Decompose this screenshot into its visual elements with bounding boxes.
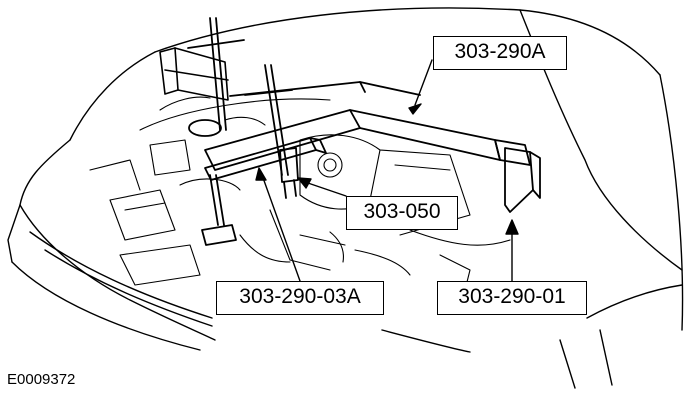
engine-lifting-bracket xyxy=(188,119,299,199)
arrowhead-adapter xyxy=(255,167,267,181)
leader-adapter xyxy=(261,174,301,282)
figure-id-label: E0009372 xyxy=(7,371,76,388)
leader-lines xyxy=(255,59,519,282)
support-leg-adapter xyxy=(201,137,327,246)
leader-support-beam xyxy=(414,59,433,106)
lifting-rods xyxy=(187,17,293,226)
engine-bay-details xyxy=(89,96,511,291)
left-fender-bracket xyxy=(159,47,229,101)
leader-lifting-bracket xyxy=(304,181,347,197)
callout-support-leg-foot: 303-290-01 xyxy=(437,281,587,315)
arrowhead-lifting-bracket xyxy=(297,177,312,189)
arrowhead-foot xyxy=(505,219,519,235)
right-support-foot xyxy=(504,147,541,213)
callout-engine-lifting-bracket: 303-050 xyxy=(346,196,458,230)
callout-support-leg-adapter: 303-290-03A xyxy=(216,281,384,315)
callout-support-beam: 303-290A xyxy=(433,36,567,70)
arrowhead-support-beam xyxy=(408,103,422,115)
support-beam xyxy=(204,81,531,171)
